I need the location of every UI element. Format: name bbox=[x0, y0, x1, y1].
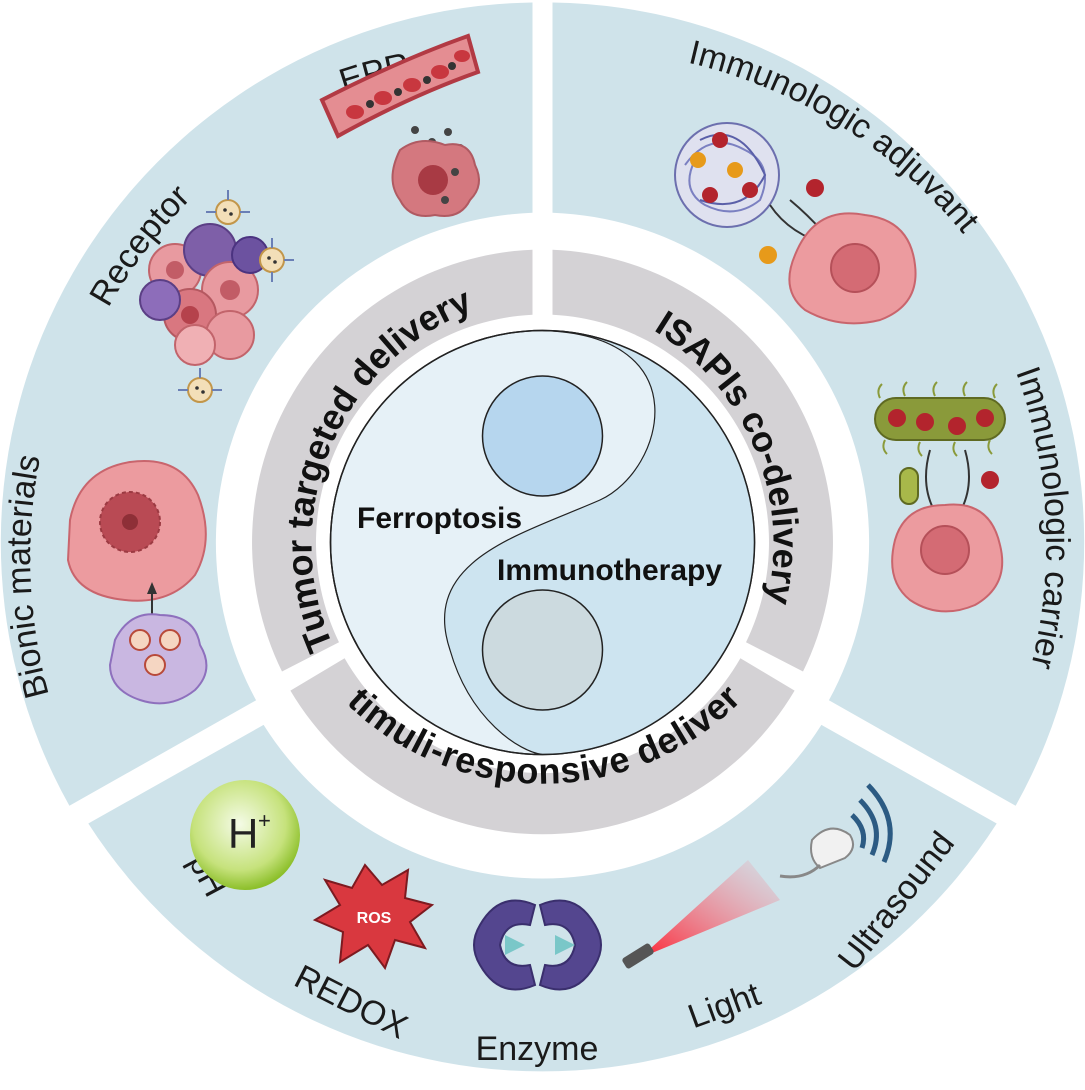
sector-stimuli-responsive bbox=[88, 724, 997, 1072]
ultrasound-probe-icon bbox=[779, 783, 893, 879]
center-yinyang: Ferroptosis Immunotherapy bbox=[329, 329, 756, 756]
svg-text:+: + bbox=[258, 808, 271, 833]
enzyme-icon bbox=[473, 899, 602, 991]
ferroptosis-dot bbox=[481, 375, 604, 497]
ros-star-icon: ROS bbox=[312, 863, 435, 971]
immunotherapy-label: Immunotherapy bbox=[497, 554, 722, 587]
adjuvant-tumor-cell-icon bbox=[788, 212, 917, 325]
ferroptosis-label: Ferroptosis bbox=[357, 502, 522, 535]
immunotherapy-dot bbox=[481, 589, 604, 711]
nanoparticle-icon bbox=[178, 190, 294, 403]
sector-tumor-targeted bbox=[0, 2, 533, 806]
receptor-tumor-cluster-icon bbox=[139, 223, 269, 366]
adjuvant-particle-orange bbox=[759, 246, 777, 264]
enzyme-label: Enzyme bbox=[476, 1030, 599, 1068]
adjuvant-nanogel-icon bbox=[674, 122, 780, 228]
epr-blood-vessel-icon bbox=[319, 33, 481, 152]
bacteria-carrier-icon bbox=[874, 381, 1006, 505]
ring-segment-stimuli bbox=[290, 658, 795, 835]
svg-text:H: H bbox=[228, 810, 258, 857]
ring-segment-tumor bbox=[252, 249, 533, 672]
epr-tumor-cell-icon bbox=[391, 140, 480, 217]
bionic-immune-cell-icon bbox=[108, 613, 208, 705]
carrier-particle bbox=[981, 471, 999, 489]
ph-hydrogen-ion-icon: H + bbox=[190, 780, 300, 890]
svg-text:ROS: ROS bbox=[357, 910, 392, 927]
carrier-tumor-cell-icon bbox=[891, 503, 1004, 613]
ring-segment-isapis bbox=[552, 249, 833, 672]
adjuvant-particle-red bbox=[806, 179, 824, 197]
bionic-tumor-cell-icon bbox=[66, 460, 207, 602]
laser-pointer-icon bbox=[622, 860, 780, 969]
middle-ring bbox=[252, 249, 833, 835]
